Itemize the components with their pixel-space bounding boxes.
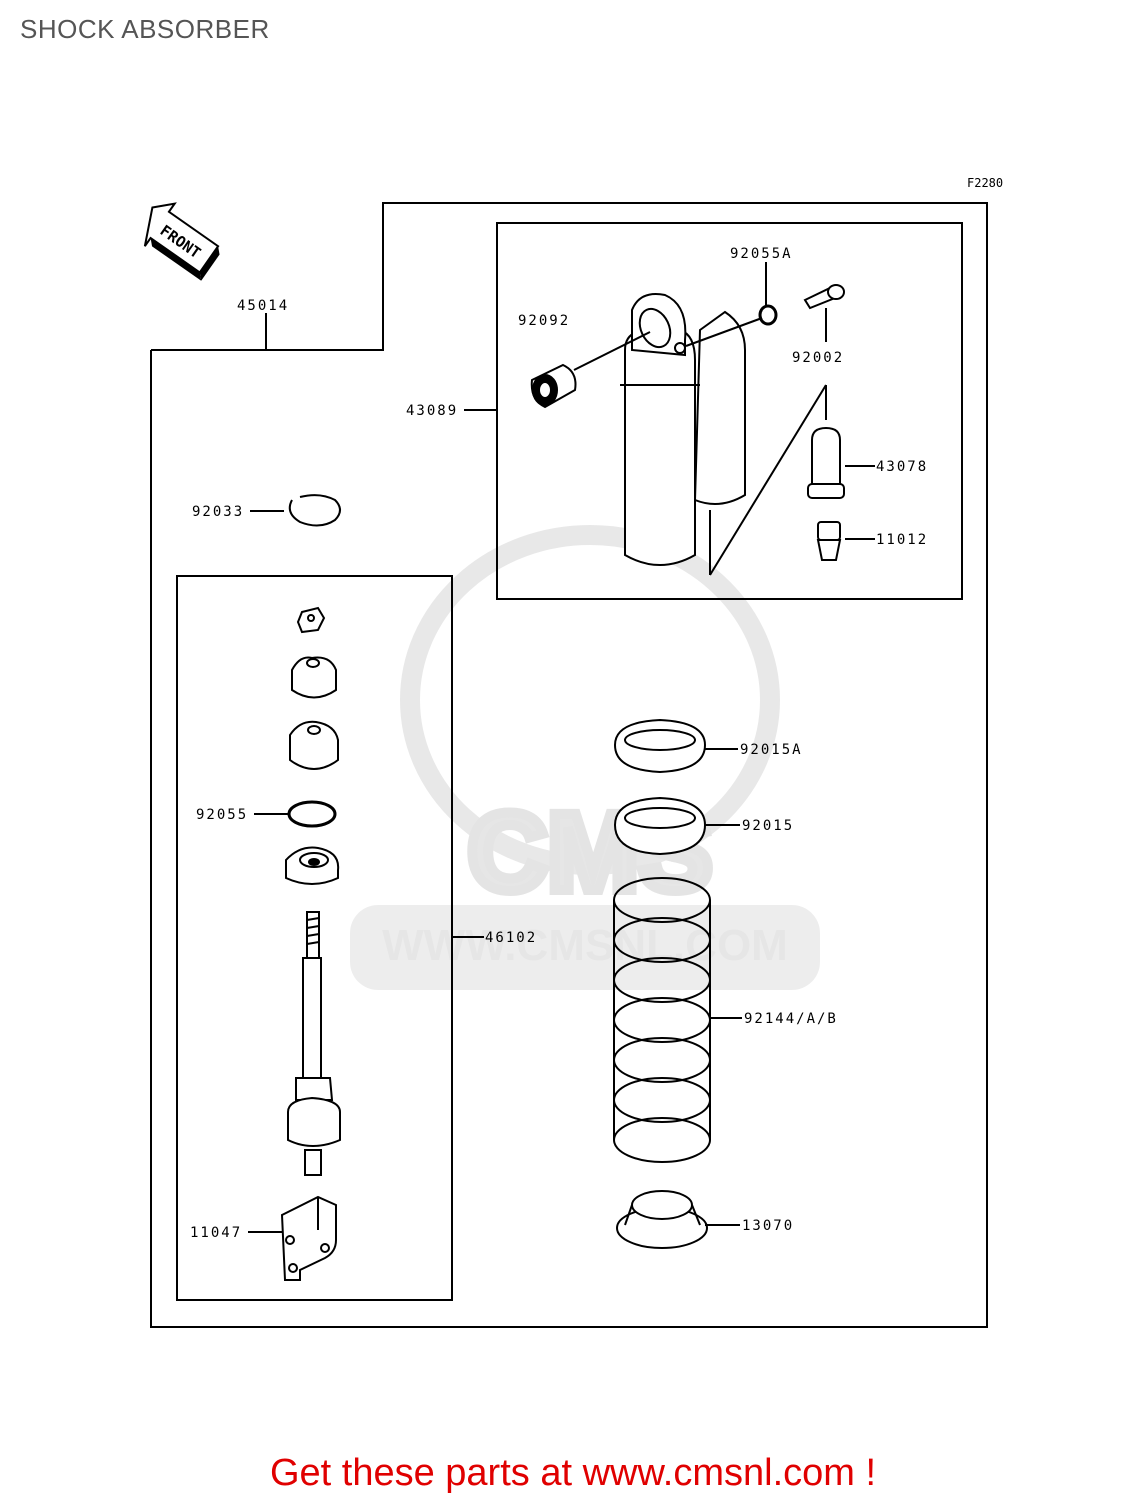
circlip-part <box>288 494 341 527</box>
page-title: SHOCK ABSORBER <box>20 14 270 44</box>
watermark-url: WWW.CMSNL.COM <box>382 921 788 970</box>
label-clevis: 11047 <box>190 1225 242 1241</box>
spring-guide-part <box>616 1190 708 1249</box>
figure-code: F2280 <box>967 176 1004 190</box>
label-circlip: 92033 <box>192 504 244 520</box>
adjuster-nut <box>613 796 707 856</box>
watermark: WWW.CMSNL.COM CMS <box>350 525 820 990</box>
leader-lines-right <box>705 748 742 1226</box>
label-oring: 92055 <box>196 807 248 823</box>
label-oring-a: 92055A <box>730 246 793 262</box>
rod-parts <box>285 606 341 1176</box>
leader-lines-upper <box>265 262 875 576</box>
adjuster-nut-a <box>613 718 707 774</box>
valve-cap-part <box>807 426 845 499</box>
spring-part <box>613 877 711 1163</box>
clevis-part <box>280 1195 337 1281</box>
collar-part <box>530 363 577 409</box>
label-valve-cap: 43078 <box>876 459 928 475</box>
label-valve: 11012 <box>876 532 928 548</box>
shock-body <box>620 293 746 566</box>
assembly-boundary <box>150 202 988 1328</box>
front-arrow-icon: FRONT <box>143 202 220 281</box>
leader-lines-left <box>254 813 484 938</box>
label-rod-assy: 46102 <box>485 930 537 946</box>
label-bolt: 92002 <box>792 350 844 366</box>
label-spring-guide: 13070 <box>742 1218 794 1234</box>
label-spring: 92144/A/B <box>744 1011 838 1027</box>
oring-a-part <box>758 304 778 326</box>
label-assembly: 45014 <box>237 298 289 314</box>
label-collar: 92092 <box>518 313 570 329</box>
label-body-unit: 43089 <box>406 403 458 419</box>
footer-link[interactable]: Get these parts at www.cmsnl.com ! <box>269 1452 877 1494</box>
label-nut: 92015 <box>742 818 794 834</box>
label-nut-a: 92015A <box>740 742 803 758</box>
bolt-part <box>803 284 845 310</box>
valve-part <box>816 521 842 561</box>
